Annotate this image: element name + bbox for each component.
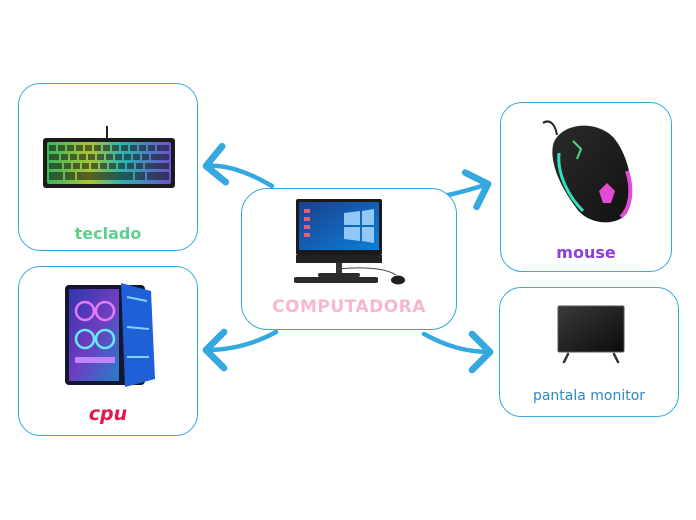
teclado-label: teclado — [74, 224, 142, 243]
arrow-to-cpu — [202, 328, 279, 372]
monitor-tv-icon — [557, 305, 625, 364]
all-in-one-pc-icon — [294, 199, 405, 285]
cpu-label: cpu — [88, 403, 128, 425]
node-teclado[interactable]: teclado — [18, 83, 198, 251]
computadora-label: COMPUTADORA — [272, 297, 426, 317]
node-pantalla-monitor[interactable]: pantala monitor — [499, 287, 679, 417]
pantalla-monitor-label: pantala monitor — [532, 388, 646, 404]
gaming-mouse-icon — [542, 120, 633, 223]
gaming-cpu-tower-icon — [65, 283, 155, 387]
node-cpu[interactable]: cpu — [18, 266, 198, 436]
arrow-to-mouse — [441, 169, 492, 211]
node-computadora[interactable]: COMPUTADORA — [241, 188, 457, 330]
mouse-label: mouse — [556, 243, 616, 262]
rgb-keyboard-icon — [43, 126, 175, 188]
arrow-to-pantalla — [421, 330, 494, 374]
node-mouse[interactable]: mouse — [500, 102, 672, 272]
arrow-to-teclado — [202, 142, 275, 189]
